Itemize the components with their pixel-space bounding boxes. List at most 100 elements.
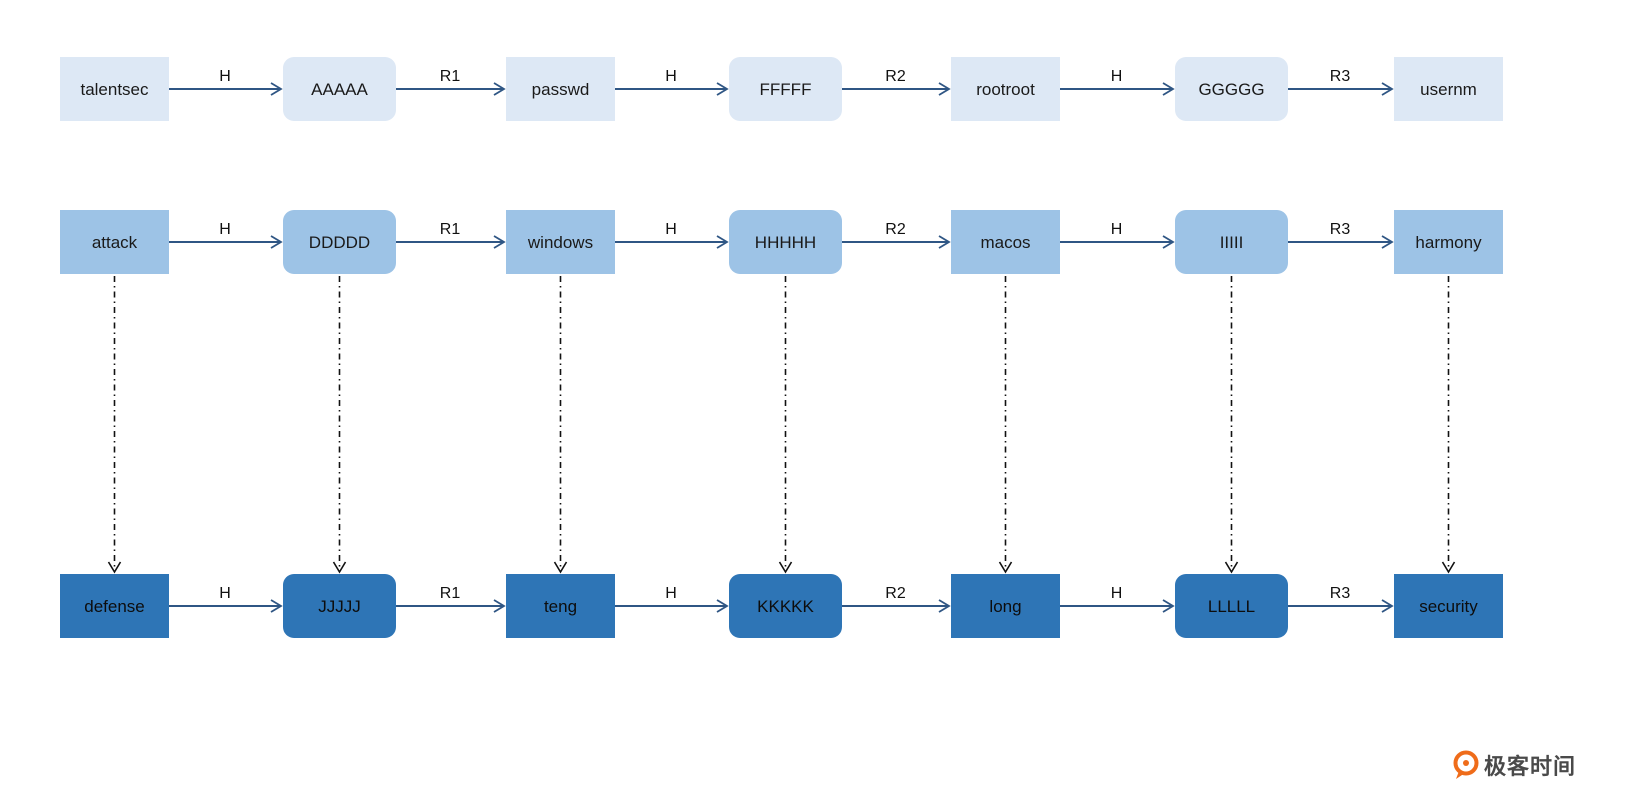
node-row-3-2: JJJJJ xyxy=(283,574,396,638)
node-label: harmony xyxy=(1415,233,1482,252)
edge-label: H xyxy=(1111,221,1123,238)
node-label: DDDDD xyxy=(309,233,370,252)
edge-row-1-6: R3 xyxy=(1288,68,1394,96)
node-label: rootroot xyxy=(976,80,1035,99)
edge-label: H xyxy=(1111,585,1123,602)
node-box xyxy=(1394,57,1503,121)
edge-row-3-4: R2 xyxy=(842,585,951,613)
node-row-1-6: GGGGG xyxy=(1175,57,1288,121)
node-label: long xyxy=(989,597,1021,616)
node-label: AAAAA xyxy=(311,80,368,99)
node-box xyxy=(506,57,615,121)
node-box xyxy=(951,210,1060,274)
edge-row-2-4: R2 xyxy=(842,221,951,249)
node-label: macos xyxy=(980,233,1030,252)
edge-label: H xyxy=(665,68,677,85)
node-row-1-3: passwd xyxy=(506,57,615,121)
node-box xyxy=(506,574,615,638)
node-box xyxy=(60,210,169,274)
edge-row-2-3: H xyxy=(615,221,729,249)
node-row-2-3: windows xyxy=(506,210,615,274)
edge-label: R1 xyxy=(440,68,461,85)
edge-label: H xyxy=(1111,68,1123,85)
edge-label: R3 xyxy=(1330,221,1351,238)
edge-row-2-6: R3 xyxy=(1288,221,1394,249)
edge-row-3-6: R3 xyxy=(1288,585,1394,613)
node-label: teng xyxy=(544,597,577,616)
node-row-1-7: usernm xyxy=(1394,57,1503,121)
edge-row-3-2: R1 xyxy=(396,585,506,613)
node-box xyxy=(283,57,396,121)
node-box xyxy=(283,210,396,274)
edge-label: H xyxy=(219,221,231,238)
node-row-3-3: teng xyxy=(506,574,615,638)
node-box xyxy=(729,574,842,638)
node-box xyxy=(506,210,615,274)
node-label: windows xyxy=(527,233,593,252)
edge-label: R3 xyxy=(1330,68,1351,85)
edge-label: R3 xyxy=(1330,585,1351,602)
node-label: KKKKK xyxy=(757,597,814,616)
node-box xyxy=(1175,210,1288,274)
edge-label: H xyxy=(219,68,231,85)
node-row-2-1: attack xyxy=(60,210,169,274)
node-row-1-2: AAAAA xyxy=(283,57,396,121)
node-label: IIIII xyxy=(1220,233,1244,252)
node-box xyxy=(1175,57,1288,121)
brand-logo: 极客时间 xyxy=(1452,748,1576,782)
brand-name: 极客时间 xyxy=(1484,755,1577,780)
node-row-1-5: rootroot xyxy=(951,57,1060,121)
edge-row-1-1: H xyxy=(169,68,283,96)
node-box xyxy=(1394,574,1503,638)
edge-row-1-5: H xyxy=(1060,68,1175,96)
edge-row-1-4: R2 xyxy=(842,68,951,96)
edge-row-2-5: H xyxy=(1060,221,1175,249)
node-row-2-6: IIIII xyxy=(1175,210,1288,274)
edge-row-2-2: R1 xyxy=(396,221,506,249)
edge-label: R1 xyxy=(440,585,461,602)
node-label: talentsec xyxy=(80,80,149,99)
node-label: FFFFF xyxy=(760,80,812,99)
geektime-logo-icon xyxy=(1453,750,1479,779)
node-row-3-5: long xyxy=(951,574,1060,638)
edge-row-1-3: H xyxy=(615,68,729,96)
node-box xyxy=(60,57,169,121)
node-row-2-4: HHHHH xyxy=(729,210,842,274)
edge-label: R2 xyxy=(885,68,906,85)
edge-row-3-1: H xyxy=(169,585,283,613)
node-row-2-5: macos xyxy=(951,210,1060,274)
node-label: security xyxy=(1419,597,1478,616)
edge-row-3-3: H xyxy=(615,585,729,613)
edge-label: R2 xyxy=(885,221,906,238)
node-row-2-2: DDDDD xyxy=(283,210,396,274)
edge-row-2-1: H xyxy=(169,221,283,249)
node-label: passwd xyxy=(532,80,590,99)
node-label: attack xyxy=(92,233,138,252)
node-label: LLLLL xyxy=(1208,597,1255,616)
node-label: JJJJJ xyxy=(318,597,361,616)
node-row-1-1: talentsec xyxy=(60,57,169,121)
node-box xyxy=(951,574,1060,638)
node-row-3-4: KKKKK xyxy=(729,574,842,638)
edge-row-1-2: R1 xyxy=(396,68,506,96)
node-box xyxy=(60,574,169,638)
node-label: GGGGG xyxy=(1198,80,1264,99)
node-row-3-6: LLLLL xyxy=(1175,574,1288,638)
node-box xyxy=(1394,210,1503,274)
node-box xyxy=(951,57,1060,121)
node-box xyxy=(729,210,842,274)
node-label: defense xyxy=(84,597,145,616)
edge-row-3-5: H xyxy=(1060,585,1175,613)
node-box xyxy=(1175,574,1288,638)
node-box xyxy=(283,574,396,638)
edge-label: H xyxy=(665,221,677,238)
node-row-3-1: defense xyxy=(60,574,169,638)
node-row-1-4: FFFFF xyxy=(729,57,842,121)
node-label: usernm xyxy=(1420,80,1477,99)
edge-label: R1 xyxy=(440,221,461,238)
edge-label: H xyxy=(219,585,231,602)
node-row-3-7: security xyxy=(1394,574,1503,638)
edge-label: H xyxy=(665,585,677,602)
edge-label: R2 xyxy=(885,585,906,602)
